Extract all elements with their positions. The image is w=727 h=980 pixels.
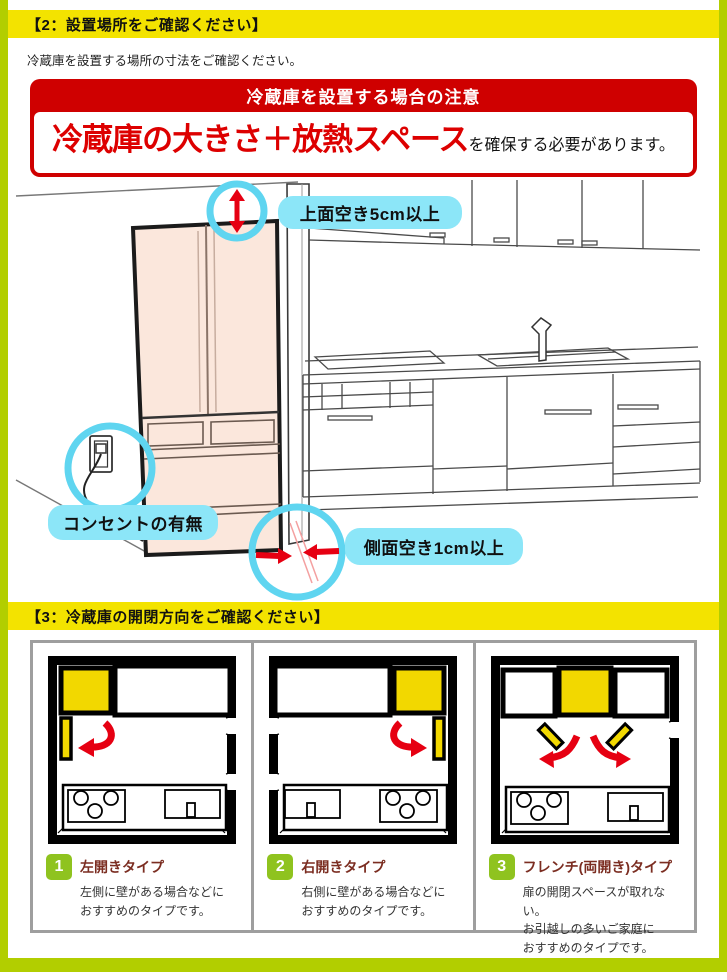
- installation-illustration: 上面空き5cm以上 コンセントの有無 側面空き1cm以上: [10, 178, 717, 602]
- type-description: 右側に壁がある場合などに おすすめのタイプです。: [301, 885, 446, 918]
- cabinet-topview: [112, 663, 233, 718]
- fridge-topview: [58, 665, 114, 716]
- type-title: 右開きタイプ: [301, 859, 386, 875]
- kitchen-counter-drawing: [302, 180, 701, 511]
- notice-highlight: 冷蔵庫の大きさ＋放熱スペース: [52, 122, 469, 157]
- top-clearance-arrow-icon: [229, 189, 245, 233]
- floorplan-right-open: [269, 656, 458, 844]
- type-number-badge: 1: [46, 854, 72, 880]
- type-title: 左開きタイプ: [80, 859, 164, 875]
- open-door: [59, 716, 73, 761]
- type-caption: 3 フレンチ(両開き)タイプ: [488, 854, 694, 880]
- type-title: フレンチ(両開き)タイプ: [522, 859, 672, 875]
- notice-body: 冷蔵庫の大きさ＋放熱スペースを確保する必要があります。: [34, 112, 693, 173]
- type-caption: 2 右開きタイプ: [267, 854, 472, 880]
- door-type-panel-group: 1 左開きタイプ 左側に壁がある場合などに おすすめのタイプです。: [30, 640, 697, 955]
- section2-intro: 冷蔵庫を設置する場所の寸法をご確認ください。: [27, 54, 303, 68]
- page-frame-bottom: [0, 958, 727, 972]
- fridge-topview: [556, 665, 614, 718]
- type-number-badge: 2: [267, 854, 294, 880]
- top-clearance-label: 上面空き5cm以上: [278, 196, 462, 229]
- open-door-left: [536, 721, 565, 751]
- section2-header: 【2：設置場所をご確認ください】: [8, 10, 719, 38]
- type-caption: 1 左開きタイプ: [46, 854, 251, 880]
- notice-suffix: を確保する必要があります。: [468, 137, 675, 154]
- page-frame-right: [719, 0, 727, 972]
- side-clearance-label: 側面空き1cm以上: [345, 528, 523, 565]
- type-panel-right-open: 2 右開きタイプ 右側に壁がある場合などに おすすめのタイプです。: [251, 643, 472, 930]
- type-description: 扉の開閉スペースが取れない。 お引越しの多いご家庭に おすすめのタイプです。: [522, 885, 666, 955]
- type-number-badge: 3: [488, 854, 515, 880]
- open-door-right: [604, 721, 634, 751]
- page-frame-left: [0, 0, 8, 972]
- floorplan-french: [490, 656, 679, 844]
- fridge-topview: [391, 665, 447, 716]
- wall-pillar: [286, 183, 310, 545]
- cabinet-topview: [612, 667, 670, 719]
- cabinet-topview: [500, 667, 558, 719]
- outlet-label: コンセントの有無: [48, 505, 218, 540]
- notice-title: 冷蔵庫を設置する場合の注意: [246, 88, 481, 107]
- type-panel-left-open: 1 左開きタイプ 左側に壁がある場合などに おすすめのタイプです。: [33, 643, 251, 930]
- type-panel-french: 3 フレンチ(両開き)タイプ 扉の開閉スペースが取れない。 お引越しの多いご家庭…: [472, 643, 694, 955]
- open-door: [432, 716, 447, 761]
- cabinet-topview: [272, 663, 393, 718]
- door-swing-arrow: [390, 720, 416, 751]
- floorplan-left-open: [48, 656, 237, 844]
- side-clearance-arrows-icon: [255, 520, 340, 584]
- notice-banner: 冷蔵庫を設置する場合の注意 冷蔵庫の大きさ＋放熱スペースを確保する必要があります…: [30, 79, 697, 177]
- type-description: 左側に壁がある場合などに おすすめのタイプです。: [80, 885, 225, 918]
- side-clearance-circle: [248, 503, 346, 601]
- door-swing-arrow: [89, 720, 115, 751]
- section3-header: 【3：冷蔵庫の開閉方向をご確認ください】: [8, 602, 719, 630]
- top-clearance-circle: [206, 180, 268, 242]
